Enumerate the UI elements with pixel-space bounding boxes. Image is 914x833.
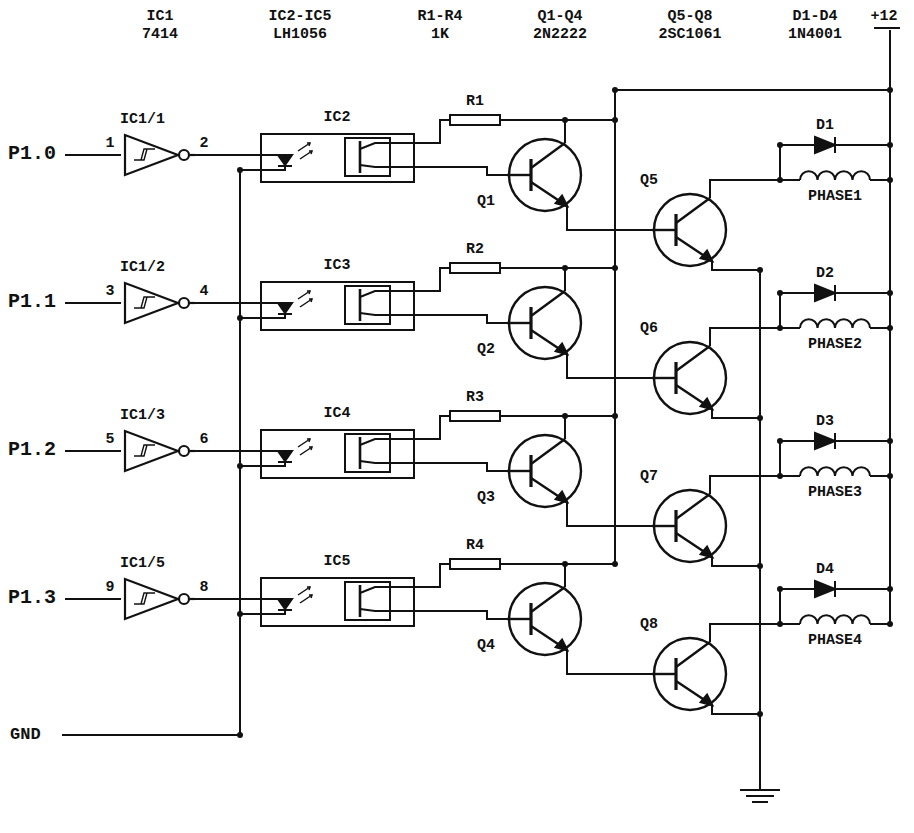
pin-number: 9 (105, 579, 114, 597)
part-designator: IC1/3 (120, 407, 165, 424)
diode-label: D3 (816, 413, 834, 431)
power-transistor-symbol-outline (652, 340, 728, 416)
port-pin-label: P1.1 (8, 290, 56, 313)
part-designator: IC4 (323, 405, 350, 422)
resistor-label: R1 (466, 93, 484, 111)
diode-label: D2 (816, 265, 834, 283)
schmitt-inverter: IC1/3 (120, 429, 195, 473)
supply-label: +12 (870, 8, 897, 26)
power-transistor-symbol: Q6 (652, 340, 728, 416)
pin-number: 2 (199, 135, 208, 153)
schmitt-inverter: IC1/2 (120, 281, 195, 325)
part-designator: Q1 (477, 193, 495, 210)
part-designator: Q7 (640, 468, 658, 485)
wire-connector (415, 463, 507, 471)
part-number: 2SC1061 (658, 26, 721, 44)
part-number: 1N4001 (788, 26, 842, 44)
transistor-symbol: Q4 (507, 581, 583, 657)
part-designator: Q5 (640, 172, 658, 189)
part-designator: Q2 (477, 341, 495, 358)
resistor-header: R1-R4 (417, 8, 462, 26)
optocoupler-box: IC2 (260, 133, 415, 183)
coil-label: PHASE4 (808, 632, 862, 650)
schmitt-inverter-outline (120, 133, 195, 177)
transistor-symbol-outline (507, 285, 583, 361)
part-number: LH1056 (273, 26, 327, 44)
coil-label: PHASE1 (808, 188, 862, 206)
wire-connector (415, 167, 507, 175)
coil-label: PHASE3 (808, 484, 862, 502)
optocoupler-box-outline (260, 281, 415, 331)
transistor-header: Q1-Q4 (537, 8, 582, 26)
power-transistor-symbol: Q5 (652, 192, 728, 268)
wire-connector (195, 154, 260, 156)
wire-connector (195, 598, 260, 600)
schmitt-inverter-outline (120, 577, 195, 621)
coil-label: PHASE2 (808, 336, 862, 354)
optocoupler-box: IC4 (260, 429, 415, 479)
pin-number: 6 (199, 431, 208, 449)
optocoupler-box-outline (260, 429, 415, 479)
diode-header: D1-D4 (792, 8, 837, 26)
resistor-label: R2 (466, 241, 484, 259)
wire-connector (195, 450, 260, 452)
wire-connector (567, 354, 652, 378)
pin-number: 4 (199, 283, 208, 301)
part-designator: IC2 (323, 109, 350, 126)
part-designator: IC3 (323, 257, 350, 274)
part-designator: Q8 (640, 616, 658, 633)
schmitt-inverter-outline (120, 429, 195, 473)
schmitt-inverter-outline (120, 281, 195, 325)
part-designator: Q6 (640, 320, 658, 337)
resistor-value: 1K (431, 26, 449, 44)
part-designator: IC1/2 (120, 259, 165, 276)
wire-connector (567, 206, 652, 230)
transistor-symbol-outline (507, 137, 583, 213)
part-designator: IC1/5 (120, 555, 165, 572)
pin-number: 5 (105, 431, 114, 449)
ic-header: IC2-IC5 (268, 8, 331, 26)
ic-header: IC1 (146, 8, 173, 26)
schmitt-inverter: IC1/5 (120, 577, 195, 621)
transistor-symbol: Q2 (507, 285, 583, 361)
diode-label: D4 (816, 561, 834, 579)
pin-number: 1 (105, 135, 114, 153)
optocoupler-box-outline (260, 577, 415, 627)
power-transistor-symbol: Q7 (652, 488, 728, 564)
power-transistor-symbol-outline (652, 488, 728, 564)
power-transistor-symbol-outline (652, 636, 728, 712)
part-designator: IC1/1 (120, 111, 165, 128)
part-designator: IC5 (323, 553, 350, 570)
pin-number: 8 (199, 579, 208, 597)
transistor-symbol: Q1 (507, 137, 583, 213)
wire-connector (195, 302, 260, 304)
wire-connector (415, 315, 507, 323)
power-transistor-symbol-outline (652, 192, 728, 268)
resistor-label: R3 (466, 389, 484, 407)
port-pin-label: P1.0 (8, 142, 56, 165)
transistor-header: Q5-Q8 (667, 8, 712, 26)
pin-number: 3 (105, 283, 114, 301)
part-designator: Q4 (477, 637, 495, 654)
transistor-symbol-outline (507, 581, 583, 657)
wire-connector (567, 502, 652, 526)
schmitt-inverter: IC1/1 (120, 133, 195, 177)
part-number: 7414 (142, 26, 178, 44)
transistor-symbol-outline (507, 433, 583, 509)
ground-label: GND (10, 725, 41, 745)
port-pin-label: P1.2 (8, 438, 56, 461)
optocoupler-box-outline (260, 133, 415, 183)
resistor-label: R4 (466, 537, 484, 555)
part-number: 2N2222 (533, 26, 587, 44)
diode-label: D1 (816, 117, 834, 135)
wire-connector (415, 611, 507, 619)
wire-connector (567, 650, 652, 674)
optocoupler-box: IC3 (260, 281, 415, 331)
transistor-symbol: Q3 (507, 433, 583, 509)
port-pin-label: P1.3 (8, 586, 56, 609)
power-transistor-symbol: Q8 (652, 636, 728, 712)
optocoupler-box: IC5 (260, 577, 415, 627)
part-designator: Q3 (477, 489, 495, 506)
